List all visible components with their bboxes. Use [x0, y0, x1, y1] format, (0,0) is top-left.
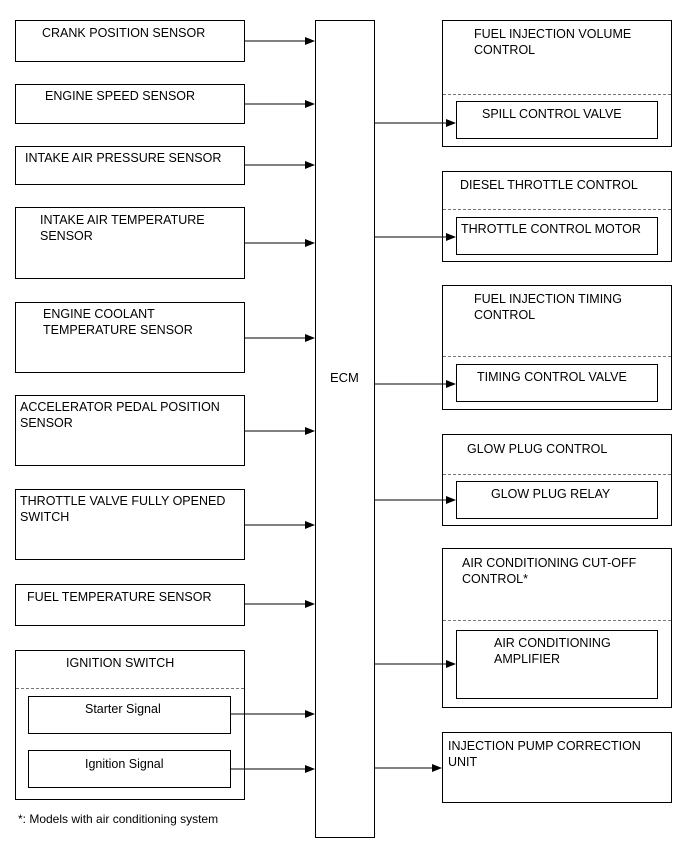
input-intake-pressure-label: INTAKE AIR PRESSURE SENSOR — [25, 151, 222, 165]
footnote: *: Models with air conditioning system — [18, 812, 219, 826]
output-ac-cutoff-title: AIR CONDITIONING CUT-OFF CONTROL* — [462, 556, 637, 586]
output-glow-plug-divider — [443, 474, 671, 475]
input-accel-pedal-label: ACCELERATOR PEDAL POSITION SENSOR — [20, 400, 220, 430]
output-glow-plug-title: GLOW PLUG CONTROL — [467, 442, 608, 456]
timing-control-valve-box — [456, 364, 658, 402]
input-fuel-temp-label: FUEL TEMPERATURE SENSOR — [27, 590, 212, 604]
ignition-divider — [16, 688, 244, 689]
input-accel-pedal-box — [15, 395, 245, 466]
throttle-control-motor-box — [456, 217, 658, 255]
input-throttle-switch-label: THROTTLE VALVE FULLY OPENED SWITCH — [20, 494, 226, 524]
correction-unit-label: INJECTION PUMP CORRECTION UNIT — [448, 739, 641, 769]
ecm-label: ECM — [330, 370, 359, 385]
ignition-switch-title: IGNITION SWITCH — [66, 656, 175, 670]
output-fuel-volume-title: FUEL INJECTION VOLUME CONTROL — [474, 27, 632, 57]
output-fuel-timing-title: FUEL INJECTION TIMING CONTROL — [474, 292, 622, 322]
ac-amplifier-box — [456, 630, 658, 699]
correction-unit-box — [442, 732, 672, 803]
output-fuel-volume-divider — [443, 94, 671, 95]
ecm-block — [315, 20, 375, 838]
spill-control-valve-label: SPILL CONTROL VALVE — [482, 107, 622, 121]
input-fuel-temp-box — [15, 584, 245, 626]
ac-amplifier-label: AIR CONDITIONING AMPLIFIER — [494, 636, 611, 666]
output-diesel-throttle-title: DIESEL THROTTLE CONTROL — [460, 178, 638, 192]
spill-control-valve-box — [456, 101, 658, 139]
ignition-signal-label: Ignition Signal — [85, 757, 164, 771]
starter-signal-label: Starter Signal — [85, 702, 161, 716]
input-intake-temp-label: INTAKE AIR TEMPERATURE SENSOR — [40, 213, 205, 243]
starter-signal-box — [28, 696, 231, 734]
input-intake-pressure-box — [15, 146, 245, 185]
ignition-signal-box — [28, 750, 231, 788]
input-coolant-temp-label: ENGINE COOLANT TEMPERATURE SENSOR — [43, 307, 193, 337]
output-diesel-throttle-divider — [443, 209, 671, 210]
timing-control-valve-label: TIMING CONTROL VALVE — [477, 370, 627, 384]
output-ac-cutoff-divider — [443, 620, 671, 621]
input-engine-speed-label: ENGINE SPEED SENSOR — [45, 89, 196, 103]
glow-plug-relay-label: GLOW PLUG RELAY — [491, 487, 611, 501]
output-fuel-timing-divider — [443, 356, 671, 357]
throttle-control-motor-label: THROTTLE CONTROL MOTOR — [461, 222, 641, 236]
input-intake-temp-box — [15, 207, 245, 279]
glow-plug-relay-box — [456, 481, 658, 519]
input-throttle-switch-box — [15, 489, 245, 560]
input-crank-box — [15, 20, 245, 62]
input-coolant-temp-box — [15, 302, 245, 373]
input-crank-label: CRANK POSITION SENSOR — [42, 26, 206, 40]
input-engine-speed-box — [15, 84, 245, 124]
